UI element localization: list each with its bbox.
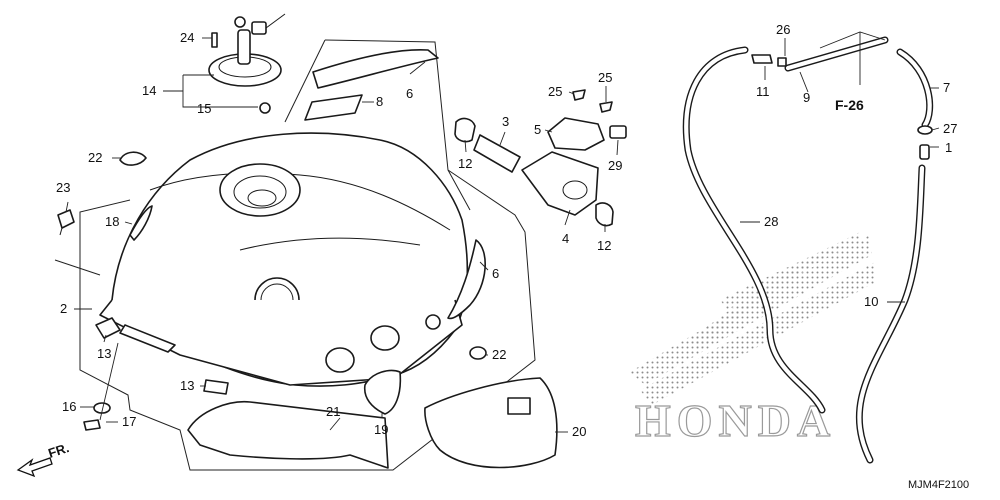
exploded-view-frame — [54, 39, 536, 471]
reference-leaders — [819, 31, 886, 85]
callout-23: 23 — [56, 180, 70, 195]
callout-22-upper: 22 — [88, 150, 102, 165]
callout-12-upper: 12 — [458, 156, 472, 171]
callout-20: 20 — [572, 424, 586, 439]
reference-label-f26: F-26 — [835, 97, 864, 113]
fuel-tank-body — [99, 132, 469, 387]
callout-11: 11 — [756, 84, 770, 99]
callout-12-lower: 12 — [597, 238, 611, 253]
diagram-code: MJM4F2100 — [908, 479, 969, 491]
callout-4: 4 — [562, 231, 569, 246]
tank-cushion — [129, 205, 153, 241]
callout-9: 9 — [803, 90, 810, 105]
callout-25-left: 25 — [548, 84, 562, 99]
front-direction-label: FR. — [46, 440, 71, 461]
front-arrow-icon — [16, 457, 53, 478]
fuel-cap-assembly — [208, 13, 286, 114]
callout-labels: 1 2 3 4 5 6 6 7 8 9 10 11 12 12 13 13 14… — [56, 22, 957, 439]
callout-16: 16 — [62, 399, 76, 414]
callout-28: 28 — [764, 214, 778, 229]
callout-7: 7 — [943, 80, 950, 95]
callout-6-side: 6 — [492, 266, 499, 281]
callout-24: 24 — [180, 30, 194, 45]
callout-26: 26 — [776, 22, 790, 37]
callout-leaders — [65, 37, 940, 433]
callout-10: 10 — [864, 294, 878, 309]
callout-1: 1 — [945, 140, 952, 155]
left-small-parts — [57, 151, 487, 431]
side-cover — [447, 239, 486, 320]
callout-21: 21 — [326, 404, 340, 419]
front-direction-indicator: FR. — [16, 440, 71, 478]
callout-3: 3 — [502, 114, 509, 129]
callout-14: 14 — [142, 83, 156, 98]
lower-covers — [187, 369, 558, 469]
top-cover-and-trim — [304, 48, 439, 121]
callout-5: 5 — [534, 122, 541, 137]
callout-6-top: 6 — [406, 86, 413, 101]
callout-8: 8 — [376, 94, 383, 109]
callout-17: 17 — [122, 414, 136, 429]
callout-15: 15 — [197, 101, 211, 116]
callout-25-right: 25 — [598, 70, 612, 85]
callout-29: 29 — [608, 158, 622, 173]
callout-18: 18 — [105, 214, 119, 229]
callout-19: 19 — [374, 422, 388, 437]
filler-bracket-assembly — [454, 89, 627, 227]
watermark-brand-text: HONDA — [635, 395, 836, 446]
callout-13-lower: 13 — [180, 378, 194, 393]
callout-27: 27 — [943, 121, 957, 136]
hoses-and-fittings — [682, 36, 934, 464]
callout-2: 2 — [60, 301, 67, 316]
callout-13-left: 13 — [97, 346, 111, 361]
callout-22-lower: 22 — [492, 347, 506, 362]
honda-wing-watermark: HONDA — [630, 232, 876, 447]
